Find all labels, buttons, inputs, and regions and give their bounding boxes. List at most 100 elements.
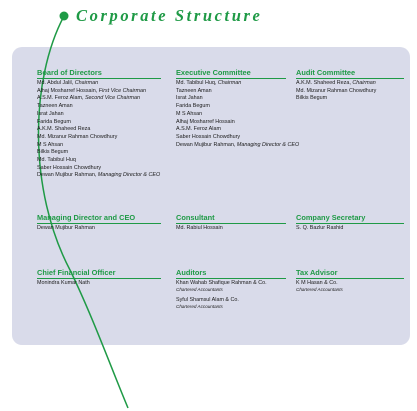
- member-list: Md. Rabiul Hossain: [176, 224, 286, 233]
- executive-committee-section: Executive Committee Md. Tabibul Huq, Cha…: [176, 68, 300, 149]
- member-row: Tazneen Aman: [37, 103, 161, 111]
- member-name: Dewan Mujibur Rahman: [176, 141, 234, 148]
- cfo-section: Chief Financial Officer Monindra Kumar N…: [37, 268, 161, 288]
- member-name: A.S.M. Feroz Alam: [37, 95, 82, 102]
- member-row: Saber Hossain Chowdhury: [176, 134, 286, 142]
- member-row: Md. Abdul Jalil, Chairman: [37, 80, 99, 86]
- firm-designation: Chartered Accountants: [176, 287, 223, 292]
- member-row: Bilkis Begum: [296, 95, 404, 103]
- member-row: Bilkis Begum: [37, 149, 161, 157]
- member-row: Tazneen Aman: [176, 88, 286, 96]
- auditors-section: Auditors Khan Wahab Shafique Rahman & Co…: [176, 268, 286, 310]
- member-name: Md. Tabibul Huq: [37, 157, 76, 164]
- member-name: Farida Begum: [37, 118, 71, 125]
- member-row: Dewan Mujibur Rahman, Managing Director …: [176, 141, 300, 148]
- member-name: Bilkis Begum: [37, 149, 69, 156]
- member-name: Farida Begum: [176, 103, 210, 110]
- member-name: Monindra Kumar Nath: [37, 280, 90, 286]
- member-row: Md. Rabiul Hossain: [176, 225, 286, 233]
- member-name: M S Ahsan: [37, 141, 64, 148]
- member-row: Md. Mizanur Rahman Chowdhury: [37, 134, 161, 142]
- section-heading: Company Secretary: [296, 213, 404, 224]
- member-row: Israt Jahan: [37, 111, 161, 119]
- section-heading: Tax Advisor: [296, 268, 404, 279]
- firm-list: Khan Wahab Shafique Rahman & Co.Chartere…: [176, 279, 286, 310]
- member-row: Md. Mizanur Rahman Chowdhury: [296, 88, 404, 96]
- member-name: Israt Jahan: [176, 95, 203, 102]
- member-row: Md. Tabibul Huq: [37, 157, 161, 165]
- company-secretary-section: Company Secretary S. Q. Bazlur Rashid: [296, 213, 404, 233]
- audit-committee-section: Audit Committee A.K.M. Shaheed Reza, Cha…: [296, 68, 404, 103]
- firm-name: K M Hasan & Co.: [296, 280, 338, 286]
- member-row: Md. Tabibul Huq, Chairman: [176, 80, 242, 86]
- member-name: M S Ahsan: [176, 110, 203, 117]
- member-row: Farida Begum: [37, 119, 161, 127]
- member-role: Managing Director & CEO: [236, 141, 300, 148]
- section-heading: Chief Financial Officer: [37, 268, 161, 279]
- member-name: A.K.M. Shaheed Reza: [37, 126, 91, 133]
- member-name: Tazneen Aman: [37, 103, 73, 110]
- board-of-directors-section: Board of Directors Md. Abdul Jalil, Chai…: [37, 68, 161, 180]
- section-heading: Executive Committee: [176, 68, 286, 79]
- member-list: S. Q. Bazlur Rashid: [296, 224, 404, 233]
- member-name: Md. Rabiul Hossain: [176, 225, 223, 231]
- firm-designation: Chartered Accountants: [296, 287, 343, 292]
- member-name: Md. Mizanur Rahman Chowdhury: [37, 133, 118, 140]
- member-name: Dewan Mujibur Rahman: [37, 225, 95, 231]
- managing-director-section: Managing Director and CEO Dewan Mujibur …: [37, 213, 161, 233]
- member-row: Dewan Mujibur Rahman, Managing Director …: [37, 172, 161, 179]
- member-role: Managing Director & CEO: [97, 172, 161, 179]
- member-row: M S Ahsan: [37, 142, 161, 150]
- member-row: A.S.M. Feroz Alam, Second Vice Chairman: [37, 95, 140, 102]
- member-name: Md. Abdul Jalil: [37, 80, 72, 86]
- firm-list: K M Hasan & Co.Chartered Accountants: [296, 279, 404, 293]
- member-name: Dewan Mujibur Rahman: [37, 172, 95, 179]
- member-role: Chairman: [352, 80, 376, 86]
- member-list: Monindra Kumar Nath: [37, 279, 161, 288]
- member-name: Alhaj Mosharref Hossain: [176, 118, 235, 125]
- member-role: Second Vice Chairman: [84, 95, 140, 102]
- member-role: Chairman: [217, 80, 242, 86]
- member-name: Saber Hossain Chowdhury: [176, 133, 241, 140]
- member-row: S. Q. Bazlur Rashid: [296, 225, 404, 233]
- title-bullet-dot: [59, 11, 69, 21]
- section-heading: Managing Director and CEO: [37, 213, 161, 224]
- member-name: Md. Mizanur Rahman Chowdhury: [296, 87, 377, 94]
- member-name: Saber Hossain Chowdhury: [37, 164, 102, 171]
- member-name: Md. Tabibul Huq: [176, 80, 215, 86]
- member-row: M S Ahsan: [176, 111, 286, 119]
- section-heading: Auditors: [176, 268, 286, 279]
- member-row: Saber Hossain Chowdhury: [37, 165, 161, 173]
- member-row: Israt Jahan: [176, 95, 286, 103]
- member-row: Monindra Kumar Nath: [37, 280, 161, 288]
- member-row: Alhaj Mosharref Hossain: [176, 119, 286, 127]
- member-row: Farida Begum: [176, 103, 286, 111]
- section-heading: Audit Committee: [296, 68, 404, 79]
- consultant-section: Consultant Md. Rabiul Hossain: [176, 213, 286, 233]
- member-row: A.K.M. Shaheed Reza: [37, 126, 161, 134]
- firm-designation: Chartered Accountants: [176, 304, 223, 309]
- page-title: Corporate Structure: [76, 6, 263, 25]
- firm-name: Syful Shamsul Alam & Co.: [176, 297, 239, 303]
- member-row: A.K.M. Shaheed Reza, Chairman: [296, 80, 376, 86]
- member-name: Israt Jahan: [37, 110, 64, 117]
- member-list: Dewan Mujibur Rahman: [37, 224, 161, 233]
- member-name: A.K.M. Shaheed Reza: [296, 80, 350, 86]
- firm-name: Khan Wahab Shafique Rahman & Co.: [176, 280, 267, 286]
- member-row: Alhaj Mosharref Hossain, First Vice Chai…: [37, 87, 146, 94]
- member-role: First Vice Chairman: [98, 87, 146, 94]
- member-name: S. Q. Bazlur Rashid: [296, 225, 344, 231]
- member-role: Chairman: [74, 80, 99, 86]
- tax-advisor-section: Tax Advisor K M Hasan & Co.Chartered Acc…: [296, 268, 404, 293]
- section-heading: Board of Directors: [37, 68, 161, 79]
- section-heading: Consultant: [176, 213, 286, 224]
- member-name: A.S.M. Feroz Alam: [176, 126, 221, 133]
- member-name: Alhaj Mosharref Hossain: [37, 87, 96, 94]
- member-name: Bilkis Begum: [296, 95, 328, 102]
- member-row: A.S.M. Feroz Alam: [176, 126, 286, 134]
- member-name: Tazneen Aman: [176, 87, 212, 94]
- member-row: Dewan Mujibur Rahman: [37, 225, 161, 233]
